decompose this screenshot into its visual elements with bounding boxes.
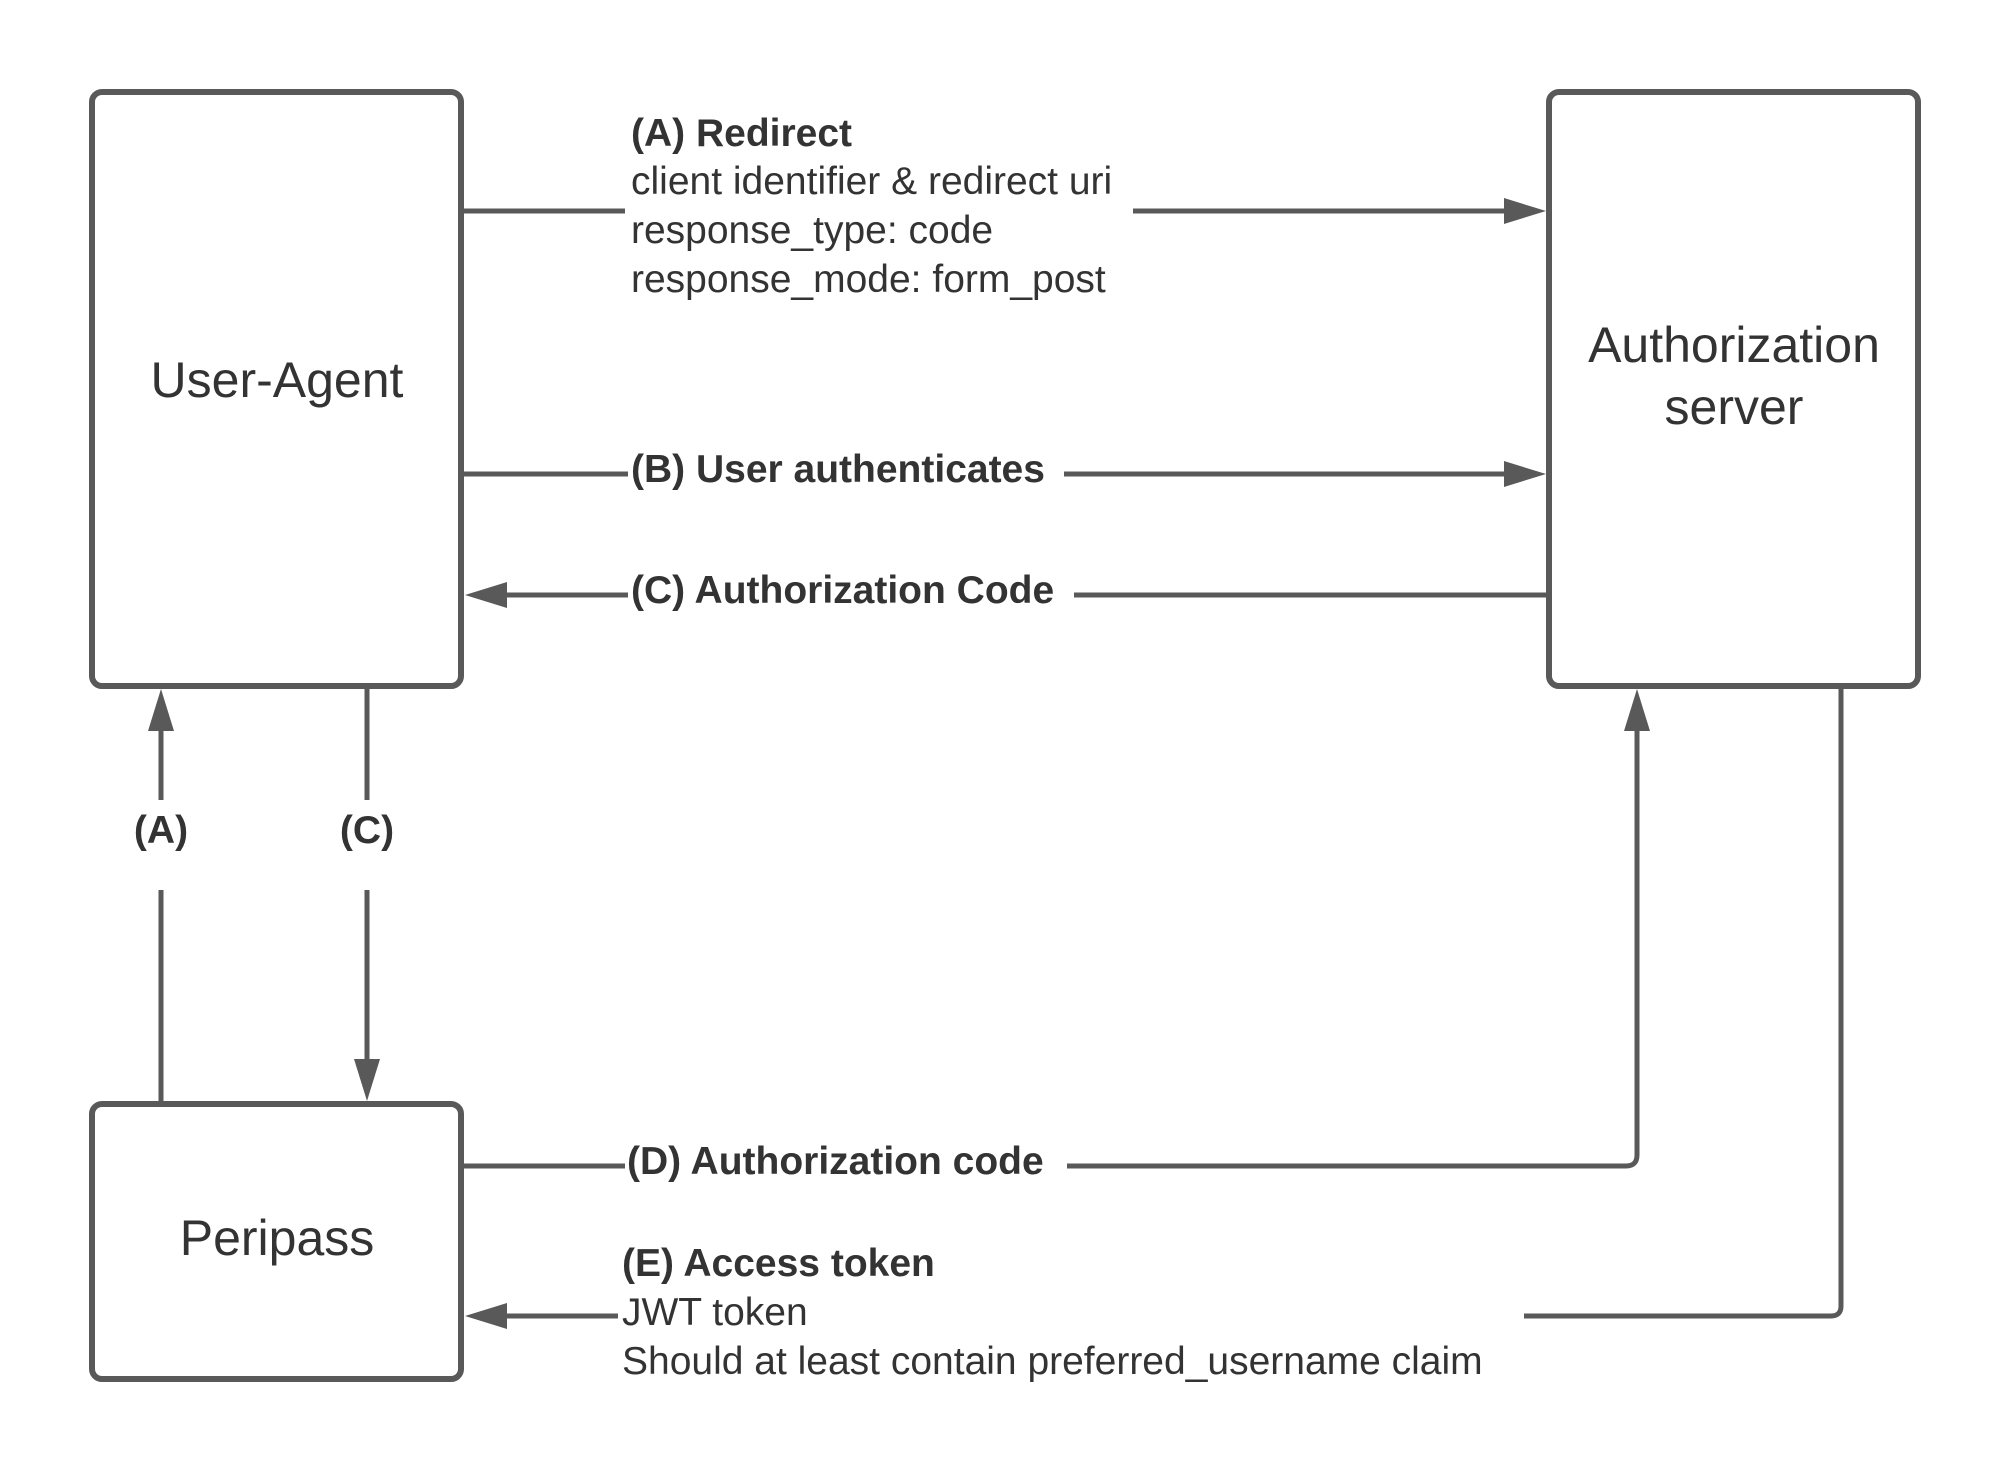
flow-c-vertical-arrowhead (354, 1059, 380, 1101)
authorization-server-label-line2: server (1665, 379, 1804, 435)
flow-a-vertical-arrowhead (148, 689, 174, 731)
flow-d-label-mask (625, 1140, 1067, 1192)
flow-c-label-mask (628, 570, 1074, 622)
flow-d-title: (D) Authorization code (627, 1140, 1044, 1183)
flow-e-line2: Should at least contain preferred_userna… (622, 1340, 1483, 1383)
flow-c-arrowhead (465, 582, 507, 608)
flow-c-title: (C) Authorization Code (631, 569, 1054, 612)
flow-e-path (500, 689, 1844, 1319)
flow-c-vertical-label-mask (333, 800, 401, 890)
peripass-label: Peripass (180, 1210, 375, 1266)
flow-b-arrowhead (1504, 461, 1546, 487)
flow-a-redirect-title: (A) Redirect (631, 112, 852, 155)
flow-e-arrowhead (465, 1303, 507, 1329)
flow-a-redirect-line1: client identifier & redirect uri (631, 160, 1112, 203)
user-agent-box (89, 89, 464, 689)
flow-d-arrowhead (1624, 689, 1650, 731)
flow-b-label-mask (628, 448, 1064, 500)
flow-b-title: (B) User authenticates (631, 448, 1045, 491)
flow-a-redirect-line3: response_mode: form_post (631, 258, 1106, 301)
flow-a-vertical-label-mask (128, 800, 194, 890)
peripass-box (89, 1101, 464, 1382)
flow-e-line1: JWT token (622, 1291, 808, 1334)
authorization-server-box (1546, 89, 1921, 689)
flow-e-label-mask (618, 1290, 1524, 1390)
flow-a-redirect-label-mask (625, 160, 1133, 310)
flow-c-vertical-title: (C) (340, 809, 394, 852)
flow-e-title: (E) Access token (622, 1242, 935, 1285)
authorization-server-label-line1: Authorization (1588, 317, 1880, 373)
user-agent-label: User-Agent (151, 352, 404, 408)
flow-a-redirect-arrowhead (1504, 198, 1546, 224)
flow-a-vertical-title: (A) (134, 809, 188, 852)
flow-d-path (464, 724, 1640, 1169)
flow-a-redirect-line2: response_type: code (631, 209, 993, 252)
